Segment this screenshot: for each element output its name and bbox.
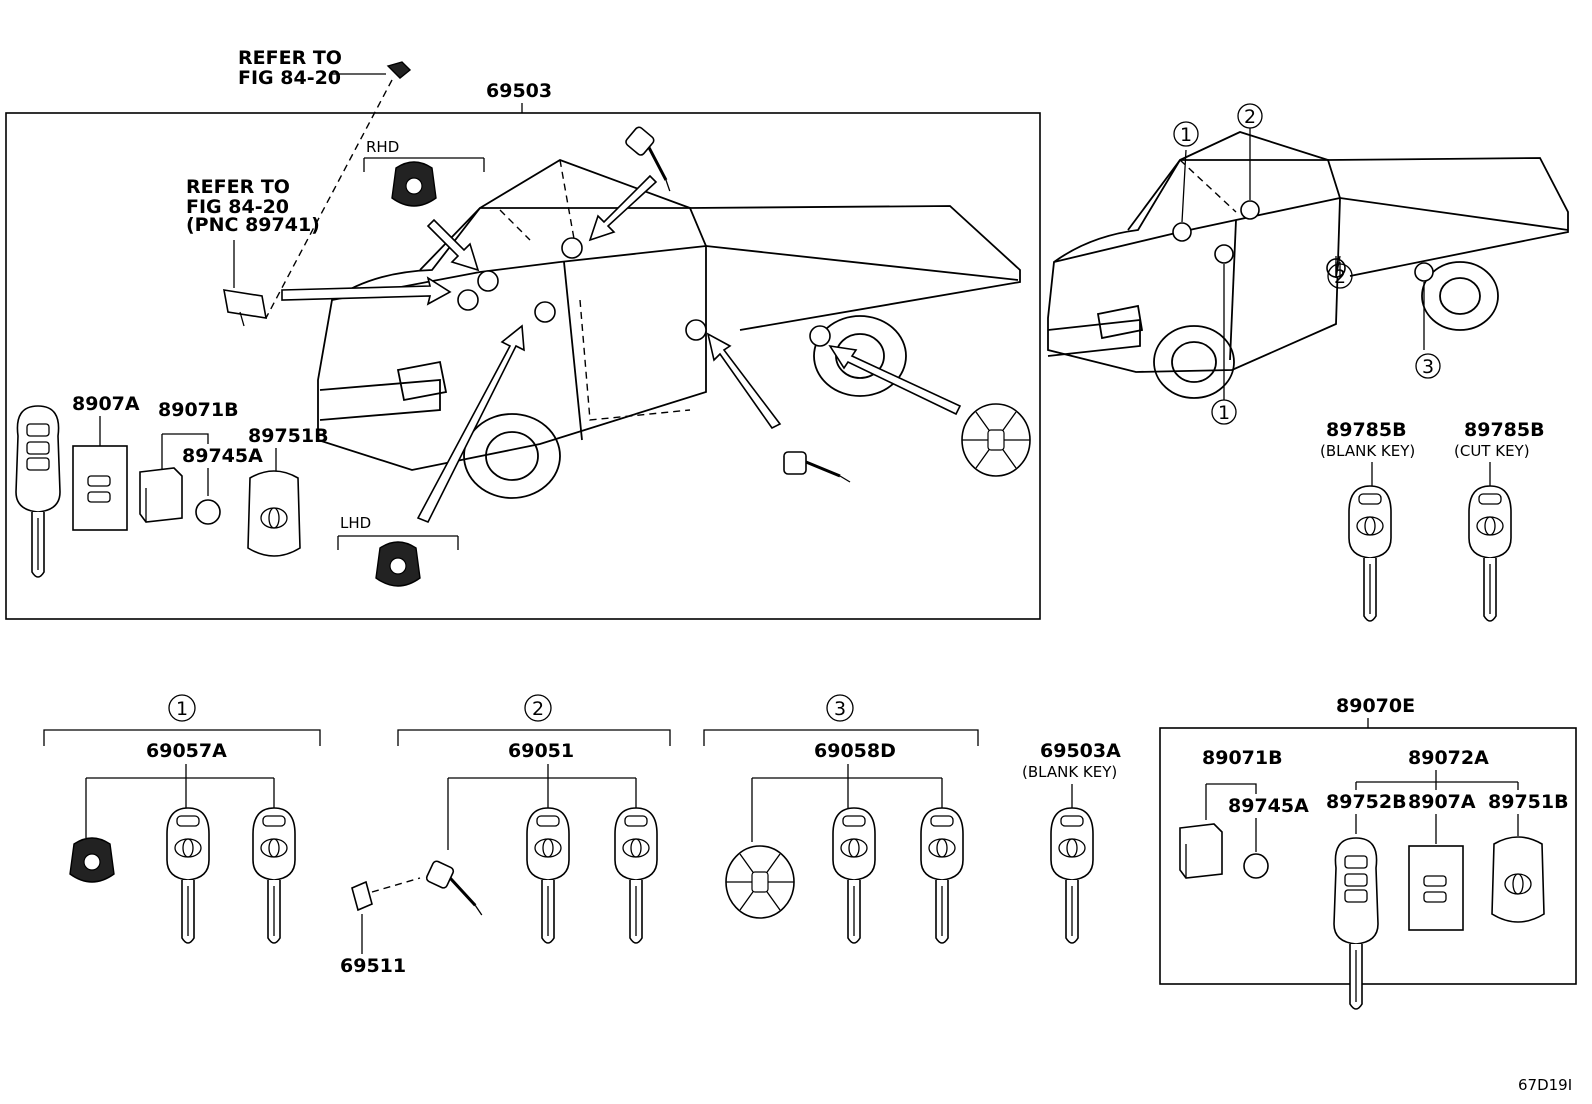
- location-marker: [457, 289, 479, 311]
- key-69051-icon: [526, 807, 570, 944]
- kit-part-89071B-label: 89071B: [1202, 747, 1283, 769]
- key-69058D-icon: [832, 807, 876, 944]
- part-89785B-blank-label: 89785B: [1326, 419, 1407, 441]
- fuel-cap-69058D-icon: [725, 845, 795, 919]
- pickup-truck-illustration: [317, 159, 1021, 499]
- sensor-clip-icon: [386, 61, 412, 79]
- part-89751B-label: 89751B: [248, 425, 329, 447]
- battery-89745A-icon: [195, 499, 221, 525]
- key-69057A-icon: [166, 807, 210, 944]
- group-1-callout: 1: [168, 694, 196, 722]
- cut-key-89785B-icon: [1468, 485, 1512, 622]
- part-69058D-label: 69058D: [814, 740, 896, 762]
- kit-key-card-icon: [1408, 845, 1464, 931]
- location-marker: [1240, 200, 1260, 220]
- kit-part-89072A-label: 89072A: [1408, 747, 1489, 769]
- part-69511-label: 69511: [340, 955, 406, 977]
- part-69051-label: 69051: [508, 740, 574, 762]
- retainer-clip-69511-icon: [351, 877, 421, 912]
- pickup-truck-key-locations: [1047, 131, 1569, 399]
- lhd-ignition-cylinder-icon: [375, 541, 421, 587]
- blank-key-89785B-icon: [1348, 485, 1392, 622]
- location-marker: [1214, 244, 1234, 264]
- assembly-69503-label: 69503: [486, 80, 552, 102]
- key-69051-icon: [614, 807, 658, 944]
- location-marker: [685, 319, 707, 341]
- key-card-8907A-icon: [72, 445, 128, 531]
- location-marker: [534, 301, 556, 323]
- group-number: 1: [176, 698, 188, 720]
- part-89071B-label: 89071B: [158, 399, 239, 421]
- callout-number: 3: [1422, 356, 1434, 378]
- refer-b-line3: (PNC 89741): [186, 214, 320, 236]
- part-89745A-label: 89745A: [182, 445, 263, 467]
- callout-number: 2: [1334, 266, 1346, 288]
- refer-a-line1: REFER TO: [238, 47, 342, 69]
- antenna-module-icon: [223, 289, 267, 327]
- kit-battery-icon: [1243, 853, 1269, 879]
- rhd-ignition-cylinder-icon: [391, 161, 437, 207]
- callout-3: 3: [1415, 353, 1441, 379]
- lhd-label: LHD: [340, 514, 371, 532]
- refer-to-fig-note-b: REFER TO FIG 84-20 (PNC 89741): [186, 176, 320, 236]
- location-marker: [477, 270, 499, 292]
- fuel-cap-icon: [961, 403, 1031, 477]
- part-69503A-label: 69503A: [1040, 740, 1121, 762]
- figure-code: 67D19I: [1518, 1076, 1572, 1094]
- location-marker: [1414, 262, 1434, 282]
- callout-number: 1: [1180, 124, 1192, 146]
- transponder-chip-icon: [139, 467, 183, 523]
- group-number: 3: [834, 698, 846, 720]
- door-lock-cylinder-69051-icon: [420, 858, 496, 917]
- part-69057A-label: 69057A: [146, 740, 227, 762]
- key-69058D-icon: [920, 807, 964, 944]
- smart-key-fob-89751B-icon: [247, 470, 301, 557]
- refer-to-fig-note-a: REFER TO FIG 84-20: [238, 47, 342, 89]
- kit-transponder-chip-icon: [1179, 823, 1223, 879]
- callout-number: 2: [1244, 106, 1256, 128]
- pointer-arrows: [281, 174, 962, 524]
- ignition-cylinder-69057A-icon: [69, 837, 115, 883]
- blank-key-note-69503A: (BLANK KEY): [1022, 763, 1117, 781]
- kit-part-8907A-label: 8907A: [1408, 791, 1476, 813]
- kit-89070E-label: 89070E: [1336, 695, 1415, 717]
- kit-part-89752B-label: 89752B: [1326, 791, 1407, 813]
- cut-key-note: (CUT KEY): [1454, 442, 1530, 460]
- callout-number: 1: [1218, 402, 1230, 424]
- refer-b-line2: FIG 84-20: [186, 196, 289, 218]
- refer-b-line1: REFER TO: [186, 176, 290, 198]
- kit-part-89751B-label: 89751B: [1488, 791, 1569, 813]
- remote-key-icon: [15, 405, 61, 578]
- location-marker: [1172, 222, 1192, 242]
- callout-2-mid: 2: [1327, 263, 1353, 289]
- rhd-label: RHD: [366, 138, 399, 156]
- door-lock-cylinder-lower-icon: [782, 450, 852, 484]
- callout-1-bottom: 1: [1211, 399, 1237, 425]
- refer-a-line2: FIG 84-20: [238, 67, 341, 89]
- callout-2-top: 2: [1237, 103, 1263, 129]
- part-89785B-cut-label: 89785B: [1464, 419, 1545, 441]
- callout-1-top: 1: [1173, 121, 1199, 147]
- assembly-69503-frame: [5, 112, 1041, 620]
- group-2-callout: 2: [524, 694, 552, 722]
- group-3-callout: 3: [826, 694, 854, 722]
- blank-key-69503A-icon: [1050, 807, 1094, 944]
- key-69057A-icon: [252, 807, 296, 944]
- blank-key-note: (BLANK KEY): [1320, 442, 1415, 460]
- location-marker: [809, 325, 831, 347]
- location-marker: [561, 237, 583, 259]
- kit-part-89745A-label: 89745A: [1228, 795, 1309, 817]
- group-number: 2: [532, 698, 544, 720]
- kit-smart-key-fob-icon: [1491, 836, 1545, 923]
- part-8907A-label: 8907A: [72, 393, 140, 415]
- kit-89070E-frame: [1159, 727, 1577, 985]
